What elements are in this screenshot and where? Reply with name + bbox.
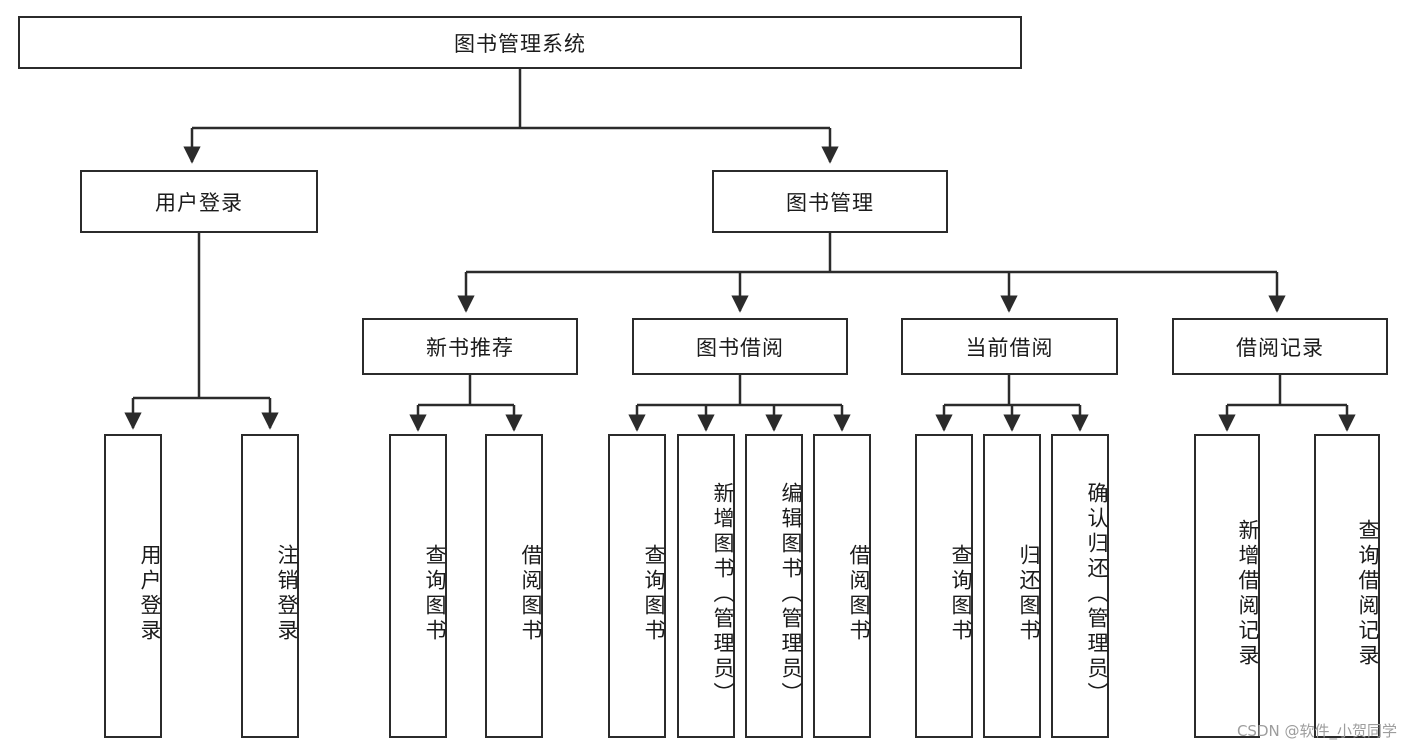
node-root-library-system[interactable]: 图书管理系统 [18,16,1022,69]
leaf-new-book-query[interactable]: 查询图书 [389,434,447,738]
node-label: 借阅图书 [847,544,871,644]
node-label: 注销登录 [275,544,299,644]
leaf-new-book-borrow[interactable]: 借阅图书 [485,434,543,738]
node-label: 编辑图书（管理员） [779,481,803,707]
csdn-watermark: CSDN @软件_小贺同学 [1236,722,1397,740]
node-label: 借阅图书 [519,544,543,644]
node-label: 借阅记录 [1236,335,1324,360]
node-label: 新增借阅记录 [1236,519,1260,669]
node-book-management[interactable]: 图书管理 [712,170,948,233]
node-new-book-recommend[interactable]: 新书推荐 [362,318,578,375]
node-current-borrow[interactable]: 当前借阅 [901,318,1118,375]
leaf-book-borrow-lend[interactable]: 借阅图书 [813,434,871,738]
node-label: 确认归还（管理员） [1085,481,1109,707]
leaf-book-borrow-add[interactable]: 新增图书（管理员） [677,434,735,738]
node-label: 新增图书（管理员） [711,481,735,707]
node-user-login[interactable]: 用户登录 [80,170,318,233]
node-label: 查询图书 [423,544,447,644]
node-label: 归还图书 [1017,544,1041,644]
leaf-book-borrow-edit[interactable]: 编辑图书（管理员） [745,434,803,738]
leaf-current-borrow-return[interactable]: 归还图书 [983,434,1041,738]
node-label: 查询图书 [642,544,666,644]
leaf-borrow-record-query[interactable]: 查询借阅记录 [1314,434,1380,738]
node-label: 查询图书 [949,544,973,644]
node-label: 当前借阅 [965,335,1054,360]
node-label: 查询借阅记录 [1356,519,1380,669]
node-borrow-record[interactable]: 借阅记录 [1172,318,1388,375]
leaf-current-borrow-confirm-return[interactable]: 确认归还（管理员） [1051,434,1109,738]
node-label: 新书推荐 [426,335,514,360]
leaf-borrow-record-add[interactable]: 新增借阅记录 [1194,434,1260,738]
leaf-user-login-login[interactable]: 用户登录 [104,434,162,738]
node-book-borrow[interactable]: 图书借阅 [632,318,848,375]
leaf-book-borrow-query[interactable]: 查询图书 [608,434,666,738]
leaf-current-borrow-query[interactable]: 查询图书 [915,434,973,738]
node-label: 用户登录 [155,190,243,215]
leaf-user-login-logout[interactable]: 注销登录 [241,434,299,738]
node-label: 图书管理 [786,190,874,215]
node-label: 用户登录 [138,544,162,644]
node-label: 图书借阅 [696,335,784,360]
node-label: 图书管理系统 [454,31,586,56]
